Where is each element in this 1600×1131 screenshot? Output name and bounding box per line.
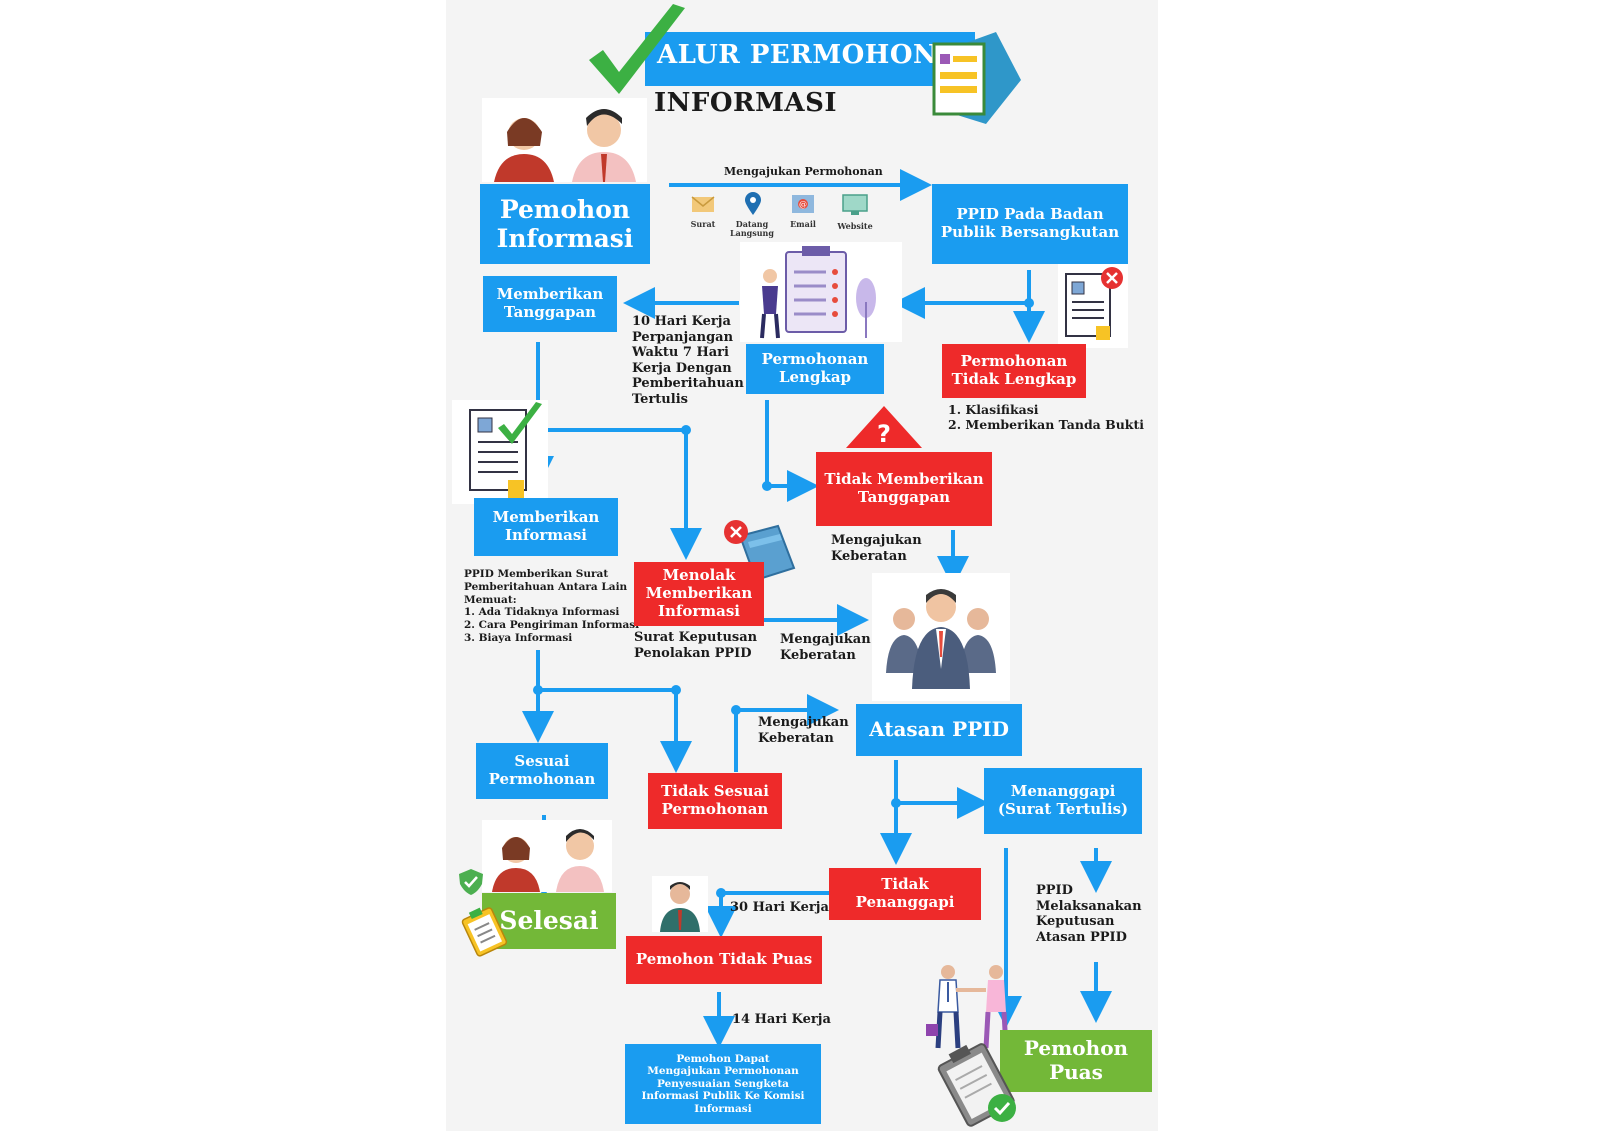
node-permohonan-lengkap: Permohonan Lengkap — [746, 344, 884, 394]
channel-label-surat: Surat — [690, 219, 716, 229]
node-tidak-memberikan-tanggapan: Tidak Memberikan Tanggapan — [816, 452, 992, 526]
list-surat-pemberitahuan: PPID Memberikan Surat Pemberitahuan Anta… — [464, 568, 640, 645]
node-tidak-sesuai-permohonan: Tidak Sesuai Permohonan — [648, 773, 782, 829]
list-item: 2. Memberikan Tanda Bukti — [948, 417, 1144, 432]
label-30-hari-kerja: 30 Hari Kerja — [730, 900, 829, 915]
title-banner — [645, 32, 975, 86]
list-item: 3. Biaya Informasi — [464, 631, 573, 644]
list-item: 1. Ada Tidaknya Informasi — [464, 606, 620, 619]
list-item: 2. Cara Pengiriman Informasi — [464, 619, 640, 632]
location-pin-icon — [745, 192, 761, 215]
node-menanggapi: Menanggapi (Surat Tertulis) — [984, 768, 1142, 834]
label-surat-keputusan: Surat Keputusan Penolakan PPID — [634, 630, 758, 661]
dissatisfied-applicant-illustration — [652, 876, 708, 932]
channel-label-datang-langsung: Datang Langsung — [730, 219, 774, 238]
label-14-hari-kerja: 14 Hari Kerja — [732, 1012, 831, 1027]
handshake-illustration — [926, 965, 1009, 1049]
email-icon: @ — [792, 195, 814, 213]
channel-label-website: Website — [837, 221, 873, 231]
clipboard-icon — [461, 907, 508, 957]
folder-document-icon — [932, 32, 1021, 124]
envelope-icon — [691, 196, 715, 212]
node-ppid-badan-publik: PPID Pada Badan Publik Bersangkutan — [932, 184, 1128, 264]
list-item: 1. Klasifikasi — [948, 402, 1039, 417]
node-pemohon-tidak-puas: Pemohon Tidak Puas — [626, 936, 822, 984]
node-pemohon-informasi: Pemohon Informasi — [480, 184, 650, 264]
node-memberikan-informasi: Memberikan Informasi — [474, 498, 618, 556]
completed-applicants-illustration — [482, 820, 612, 892]
list-heading: PPID Memberikan Surat Pemberitahuan Anta… — [464, 568, 628, 606]
rejected-document-icon — [1058, 264, 1128, 348]
label-ppid-melaksanakan: PPID Melaksanakan Keputusan Atasan PPID — [1036, 883, 1142, 945]
applicants-illustration — [482, 98, 647, 182]
label-mengajukan-permohonan: Mengajukan Permohonan — [724, 165, 883, 178]
list-tidak-lengkap: 1. Klasifikasi 2. Memberikan Tanda Bukti — [948, 402, 1144, 432]
node-menolak-memberikan-informasi: Menolak Memberikan Informasi — [634, 562, 764, 626]
label-10-hari-kerja: 10 Hari Kerja Perpanjangan Waktu 7 Hari … — [632, 314, 744, 407]
channel-label-email: Email — [790, 219, 816, 229]
supervisors-illustration — [872, 573, 1010, 701]
title-line-1: ALUR PERMOHONAN — [657, 40, 983, 70]
question-warning-icon: ? — [846, 406, 922, 448]
shield-check-icon — [459, 869, 483, 895]
svg-text:@: @ — [799, 200, 807, 209]
label-mengajukan-keberatan-1: Mengajukan Keberatan — [831, 533, 922, 564]
node-sesuai-permohonan: Sesuai Permohonan — [476, 743, 608, 799]
label-mengajukan-keberatan-3: Mengajukan Keberatan — [758, 715, 849, 746]
node-permohonan-tidak-lengkap: Permohonan Tidak Lengkap — [942, 344, 1086, 398]
node-atasan-ppid: Atasan PPID — [856, 704, 1022, 756]
clipboard-check-icon — [937, 1043, 1016, 1127]
website-icon — [842, 194, 868, 215]
flowchart-canvas: ALUR PERMOHONAN INFORMASI Pemohon Inform… — [446, 0, 1158, 1131]
checklist-illustration — [740, 242, 902, 342]
title-line-2: INFORMASI — [654, 88, 838, 118]
approved-document-icon — [452, 400, 548, 504]
node-tidak-penanggapi: Tidak Penanggapi — [829, 868, 981, 920]
svg-text:?: ? — [877, 420, 891, 448]
node-pemohon-puas: Pemohon Puas — [1000, 1030, 1152, 1092]
node-memberikan-tanggapan: Memberikan Tanggapan — [483, 276, 617, 332]
checkmark-icon — [589, 4, 685, 94]
label-mengajukan-keberatan-2: Mengajukan Keberatan — [780, 632, 871, 663]
node-komisi-informasi: Pemohon Dapat Mengajukan Permohonan Peny… — [625, 1044, 821, 1124]
